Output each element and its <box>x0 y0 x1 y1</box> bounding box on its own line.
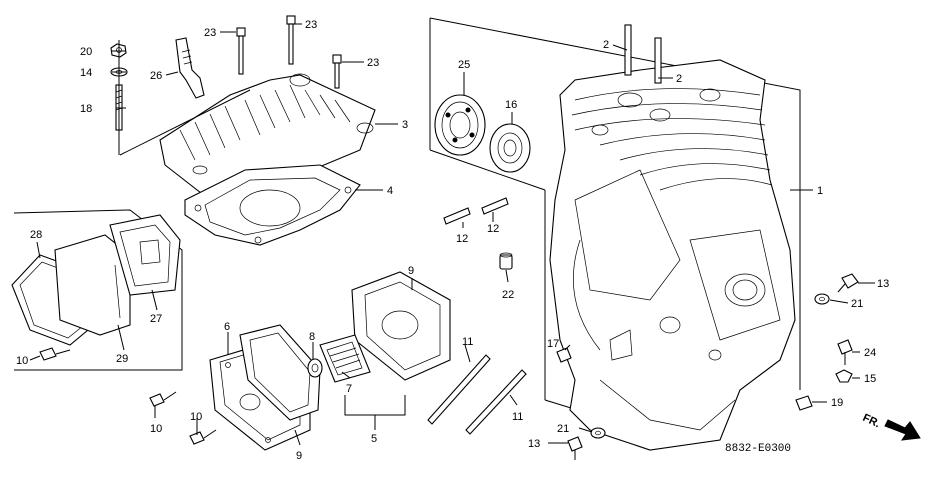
callout-18: 18 <box>80 103 92 115</box>
callout-19: 19 <box>831 397 843 409</box>
breather-gasket-29 <box>54 234 131 336</box>
callout-21: 21 <box>557 423 569 435</box>
callout-15: 15 <box>864 373 876 385</box>
drain-plug-17 <box>556 347 572 363</box>
callouts: 1 2 2 3 4 5 6 7 8 9 9 10 10 10 11 11 12 … <box>16 19 889 462</box>
screw-10 <box>189 429 217 445</box>
callout-24: 24 <box>864 347 876 359</box>
stud-11 <box>427 354 527 435</box>
cylinder-head-3 <box>119 73 376 206</box>
spark-plug-26 <box>175 37 205 99</box>
callout-3: 3 <box>402 119 408 131</box>
oil-seal-16 <box>489 123 531 173</box>
front-direction-arrow: FR. <box>861 412 921 441</box>
callout-13: 13 <box>528 438 540 450</box>
washer-21 <box>814 293 830 305</box>
callout-23: 23 <box>305 19 317 31</box>
bearing-25 <box>434 94 486 156</box>
callout-8: 8 <box>309 331 315 343</box>
callout-7: 7 <box>346 383 352 395</box>
callout-26: 26 <box>150 70 162 82</box>
leader-lines <box>29 23 875 446</box>
callout-9: 9 <box>296 450 302 462</box>
head-bolt-23 <box>332 54 342 89</box>
callout-10: 10 <box>190 411 202 423</box>
callout-11: 11 <box>462 336 473 348</box>
callout-23: 23 <box>204 27 216 39</box>
front-label: FR. <box>861 412 882 430</box>
callout-11: 11 <box>512 411 523 423</box>
callout-17: 17 <box>547 338 559 350</box>
intake-group-5 <box>307 271 451 416</box>
callout-6: 6 <box>224 321 230 333</box>
callout-2: 2 <box>676 73 682 85</box>
washer-21 <box>590 427 606 439</box>
head-bolt-23 <box>286 15 296 65</box>
dowel-pin-12 <box>481 197 509 215</box>
callout-20: 20 <box>80 46 92 58</box>
head-bolt-23 <box>236 27 246 75</box>
callout-13: 13 <box>877 278 889 290</box>
ring-8 <box>307 358 323 378</box>
side-gasket-9 <box>239 324 321 421</box>
bolt-13 <box>567 436 583 460</box>
head-gasket-4 <box>184 164 361 246</box>
bolt-13 <box>837 273 859 293</box>
dowel-pin-12 <box>443 207 471 225</box>
callout-10: 10 <box>16 355 28 367</box>
diagram-code: 8832-E0300 <box>725 443 791 455</box>
callout-10: 10 <box>150 423 162 435</box>
bolt-24 <box>837 339 853 365</box>
callout-22: 22 <box>502 289 514 301</box>
screw-10 <box>149 391 177 407</box>
screw-10 <box>39 347 71 361</box>
dowel-22 <box>499 252 513 270</box>
callout-28: 28 <box>30 229 42 241</box>
breather-plate-27 <box>109 214 181 296</box>
plug-19 <box>795 395 813 411</box>
callout-1: 1 <box>817 185 823 197</box>
callout-29: 29 <box>116 353 128 365</box>
callout-9: 9 <box>408 265 414 277</box>
callout-25: 25 <box>458 59 470 71</box>
callout-21: 21 <box>851 298 863 310</box>
crankcase-1 <box>429 17 801 451</box>
breather-group <box>11 209 183 371</box>
nut-15 <box>835 369 853 383</box>
callout-23: 23 <box>367 57 379 69</box>
callout-16: 16 <box>505 99 517 111</box>
callout-12: 12 <box>456 233 468 245</box>
callout-14: 14 <box>80 67 92 79</box>
callout-2: 2 <box>603 39 609 51</box>
callout-27: 27 <box>150 313 162 325</box>
callout-12: 12 <box>487 223 499 235</box>
callout-5: 5 <box>371 433 377 445</box>
callout-4: 4 <box>387 185 393 197</box>
